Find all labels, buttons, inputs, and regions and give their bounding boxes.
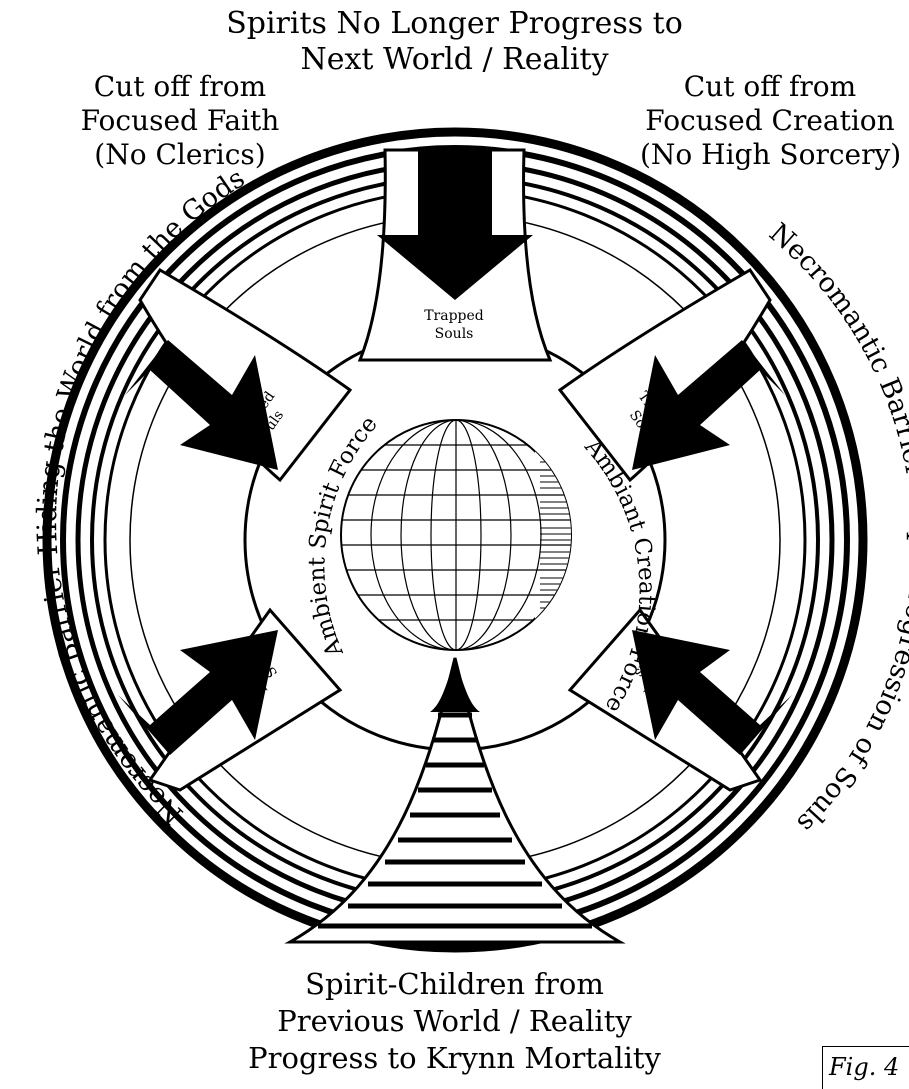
bottom-caption-line-3: Progress to Krynn Mortality [0,1040,909,1077]
soul-funnel-top: Trapped Souls [360,150,550,360]
trapped-label-top: Trapped [424,308,484,324]
top-right-caption-line-2: Focused Creation [640,104,900,138]
bottom-caption-line-2: Previous World / Reality [0,1003,909,1040]
top-right-caption-line-1: Cut off from [640,70,900,104]
bottom-caption-line-1: Spirit-Children from [0,966,909,1003]
top-right-caption: Cut off from Focused Creation (No High S… [640,70,900,172]
top-left-caption-line-1: Cut off from [40,70,320,104]
bottom-caption: Spirit-Children from Previous World / Re… [0,966,909,1077]
top-caption-line-1: Spirits No Longer Progress to [0,6,909,42]
top-caption: Spirits No Longer Progress to Next World… [0,6,909,78]
top-left-caption: Cut off from Focused Faith (No Clerics) [40,70,320,172]
figure-label: Fig. 4 [822,1046,909,1089]
top-left-caption-line-2: Focused Faith [40,104,320,138]
trapped-label-top-2: Souls [435,326,474,342]
top-right-caption-line-3: (No High Sorcery) [640,138,900,172]
top-left-caption-line-3: (No Clerics) [40,138,320,172]
